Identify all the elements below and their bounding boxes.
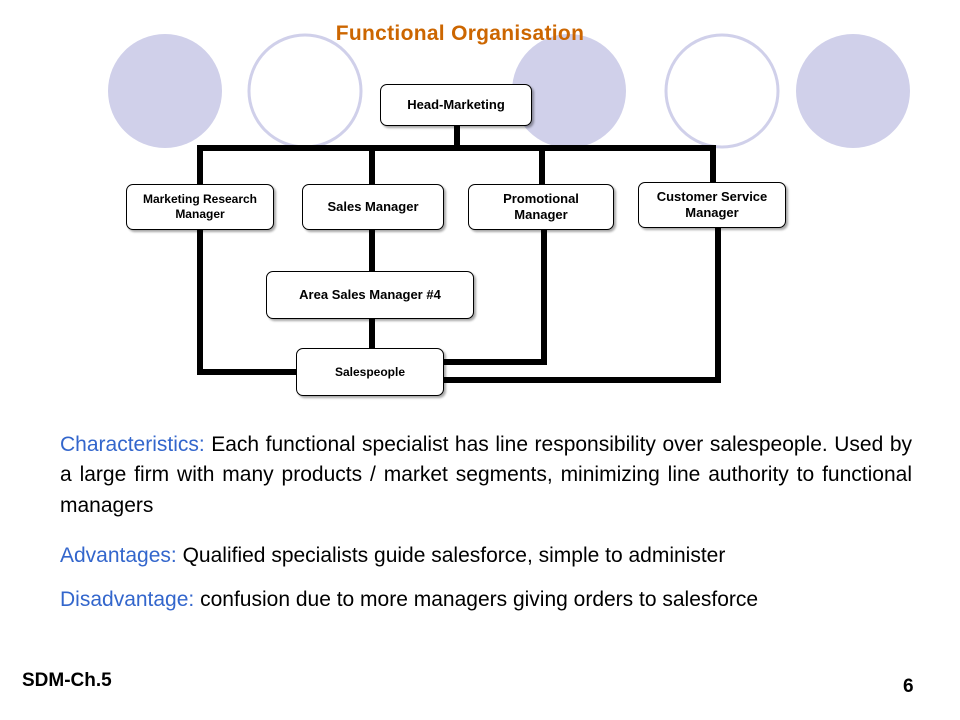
node-head-marketing-label: Head-Marketing — [407, 96, 505, 112]
advantages-body: Qualified specialists guide salesforce, … — [176, 544, 726, 567]
connector-research-to-salespeople — [197, 228, 298, 375]
decor-circle-filled-3 — [796, 34, 910, 148]
characteristics-body: Each functional specialist has line resp… — [60, 433, 912, 517]
node-head-marketing: Head-Marketing — [380, 84, 532, 126]
node-area-sales-manager: Area Sales Manager #4 — [266, 271, 474, 319]
advantages-label: Advantages: — [60, 544, 177, 567]
decor-circle-outline-2 — [664, 33, 780, 149]
connector-service-to-salespeople — [443, 228, 721, 383]
node-salespeople-label: Salespeople — [334, 364, 406, 379]
node-promotional-manager: Promotional Manager — [468, 184, 614, 230]
disadvantage-body: confusion due to more managers giving or… — [194, 588, 759, 611]
node-area-sales-manager-label: Area Sales Manager #4 — [299, 286, 441, 302]
node-customer-service-manager: Customer Service Manager — [638, 182, 786, 228]
node-marketing-research-manager-label: Marketing Research Manager — [142, 192, 258, 221]
chapter-label: SDM-Ch.5 — [22, 670, 112, 691]
decor-circle-outline-1 — [247, 33, 363, 149]
characteristics-label: Characteristics: — [60, 433, 205, 456]
disadvantage-paragraph: Disadvantage: confusion due to more mana… — [60, 585, 912, 615]
node-marketing-research-manager: Marketing Research Manager — [126, 184, 274, 230]
node-customer-service-manager-label: Customer Service Manager — [656, 188, 768, 220]
node-promotional-manager-label: Promotional Manager — [503, 190, 579, 222]
slide-title: Functional Organisation — [335, 22, 585, 45]
node-salespeople: Salespeople — [296, 348, 444, 396]
connector-promo-to-salespeople — [443, 228, 547, 365]
characteristics-paragraph: Characteristics: Each functional special… — [60, 430, 912, 521]
node-sales-manager-label: Sales Manager — [327, 198, 419, 214]
node-sales-manager: Sales Manager — [302, 184, 444, 230]
page-number: 6 — [903, 676, 914, 697]
disadvantage-label: Disadvantage: — [60, 588, 195, 611]
connector-lines — [197, 124, 721, 383]
decor-circle-filled-1 — [108, 34, 222, 148]
advantages-paragraph: Advantages: Qualified specialists guide … — [60, 541, 912, 571]
decorative-circles — [108, 33, 910, 149]
decor-circle-filled-2 — [512, 34, 626, 148]
